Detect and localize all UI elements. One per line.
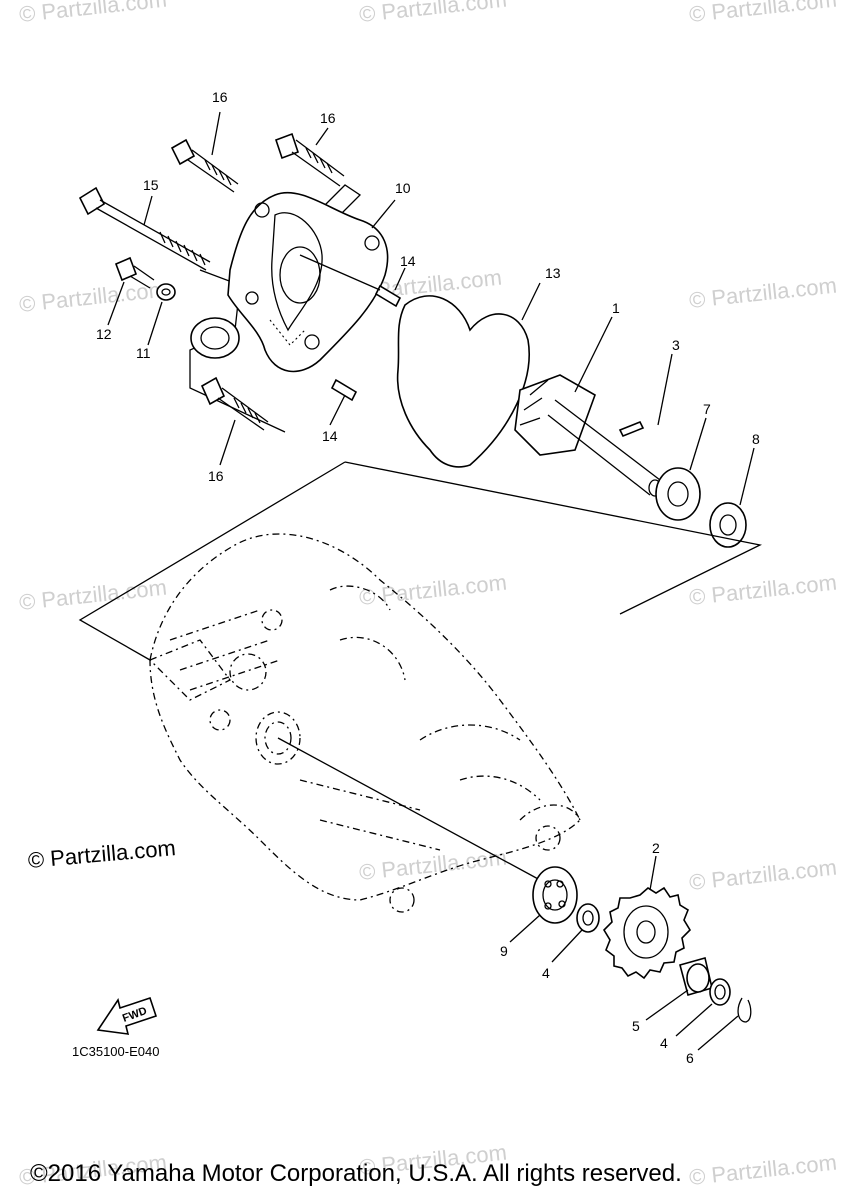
bearing-9 [532,866,578,924]
upper-bolt-guide [324,184,362,226]
callout-16: 16 [320,110,336,126]
callout-11: 11 [136,345,151,361]
callout-numbers: 16 16 15 10 14 13 12 11 1 3 7 8 14 16 2 … [96,89,760,1066]
washer-4-right [709,978,731,1006]
oil-seal-7 [655,467,701,521]
callout-15: 15 [143,177,159,193]
callout-16: 16 [212,89,228,105]
washer-11 [156,283,176,301]
bolt-16-top-right [274,132,345,187]
callout-6: 6 [686,1050,694,1066]
dowel-axis [299,254,381,291]
watermark: © Partzilla.com [18,0,168,27]
callout-1: 1 [612,300,620,316]
callout-4: 4 [542,965,550,981]
dowel-pin-14-lower [330,378,358,402]
callout-12: 12 [96,326,112,342]
callout-2: 2 [652,840,660,856]
shaft-axis-line [277,737,541,881]
crankcase-outline [148,533,581,913]
watermark: © Partzilla.com [358,570,508,610]
impeller-gear-2 [602,886,692,980]
watermark: © Partzilla.com [688,273,838,313]
callout-4: 4 [660,1035,668,1051]
bolt-15 [78,186,211,271]
oil-seal-8 [709,502,747,548]
washer-4-left [576,903,600,933]
callout-3: 3 [672,337,680,353]
watermark: © Partzilla.com [688,855,838,895]
middle-assembly-frame-left [78,461,346,661]
watermark: © Partzilla.com [688,570,838,610]
callout-14: 14 [322,428,338,444]
impeller-shaft-1 [514,374,662,497]
callout-5: 5 [632,1018,640,1034]
middle-assembly-frame [344,461,763,615]
callout-7: 7 [703,401,711,417]
callout-16: 16 [208,468,224,484]
callout-9: 9 [500,943,508,959]
bolt-16-lower [200,376,269,431]
circlip-6 [737,997,752,1023]
copyright-notice: ©2016 Yamaha Motor Corporation, U.S.A. A… [30,1160,682,1187]
fwd-arrow-icon: FWD [96,996,158,1035]
gasket-13 [396,295,530,468]
callout-10: 10 [395,180,411,196]
leader-lines [107,111,755,1051]
watermark: © Partzilla.com [358,0,508,27]
diagram-code: 1C35100-E040 [72,1044,160,1059]
watermark: © Partzilla.com [18,277,168,317]
bolt-12 [114,256,155,289]
pin-3 [618,420,645,438]
callout-13: 13 [545,265,561,281]
bolt-16-top-left [170,138,239,193]
dowel-pin-14-upper [374,284,402,308]
collar-5 [679,957,713,996]
callout-8: 8 [752,431,760,447]
watermark: © Partzilla.com [688,0,838,27]
pump-cover [190,192,389,373]
callout-14: 14 [400,253,416,269]
